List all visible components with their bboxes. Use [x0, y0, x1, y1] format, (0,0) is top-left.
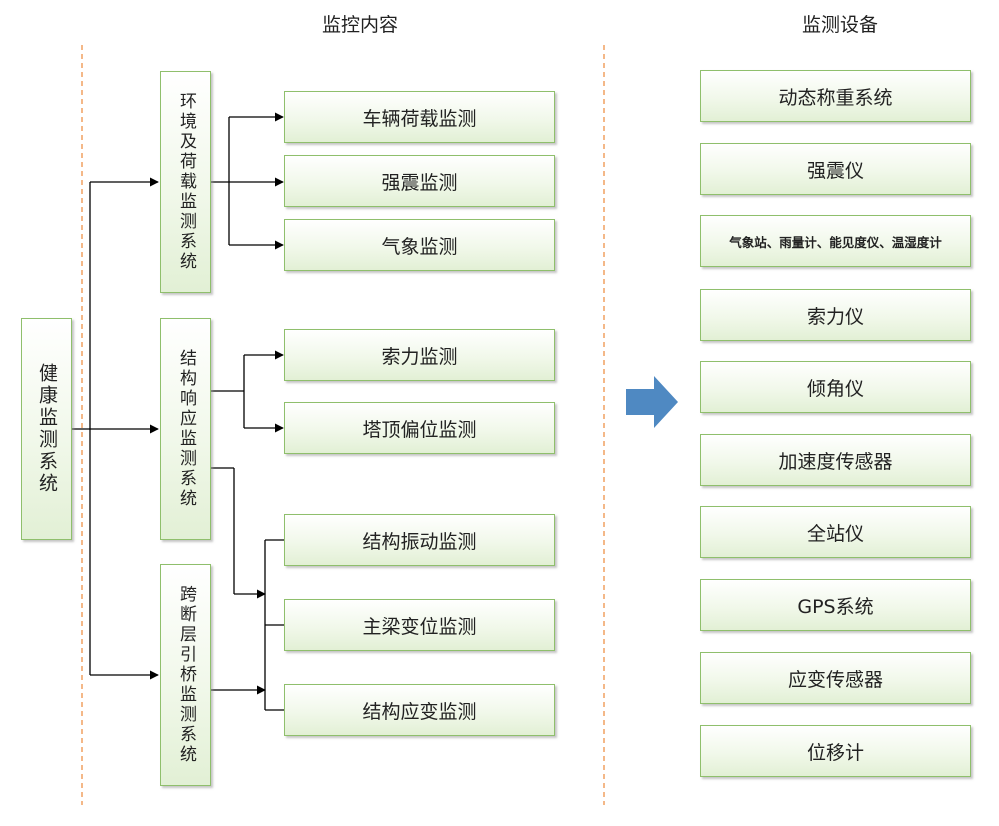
device-weather-instruments: 气象站、雨量计、能见度仪、温湿度计 [700, 215, 971, 267]
device-cable-force-meter: 索力仪 [700, 289, 971, 341]
flow-arrow-icon [626, 376, 678, 428]
device-displacement-meter: 位移计 [700, 725, 971, 777]
content-tower-top-offset: 塔顶偏位监测 [284, 402, 555, 454]
device-accelerometer: 加速度传感器 [700, 434, 971, 486]
struct-connectors [211, 350, 284, 599]
content-structural-strain: 结构应变监测 [284, 684, 555, 736]
device-total-station: 全站仪 [700, 506, 971, 558]
root-health-monitoring-system: 健康监测系统 [21, 318, 72, 540]
devices-header: 监测设备 [801, 14, 878, 36]
subsystem-structural-response: 结构响应监测系统 [160, 318, 211, 540]
device-weigh-in-motion: 动态称重系统 [700, 70, 971, 122]
content-meteorology: 气象监测 [284, 219, 555, 271]
root-connectors [72, 177, 159, 680]
content-cable-force: 索力监测 [284, 329, 555, 381]
device-strain-sensor: 应变传感器 [700, 652, 971, 704]
content-girder-displacement: 主梁变位监测 [284, 599, 555, 651]
subsystem-environment-load: 环境及荷载监测系统 [160, 71, 211, 293]
bridge-connectors [211, 539, 285, 711]
device-seismograph: 强震仪 [700, 143, 971, 195]
device-gps-system: GPS系统 [700, 579, 971, 631]
device-inclinometer: 倾角仪 [700, 361, 971, 413]
monitor-content-header: 监控内容 [321, 14, 398, 36]
content-structural-vibration: 结构振动监测 [284, 514, 555, 566]
subsystem-fault-approach-bridge: 跨断层引桥监测系统 [160, 564, 211, 786]
content-strong-motion: 强震监测 [284, 155, 555, 207]
env-connectors [211, 112, 284, 250]
content-vehicle-load: 车辆荷载监测 [284, 91, 555, 143]
